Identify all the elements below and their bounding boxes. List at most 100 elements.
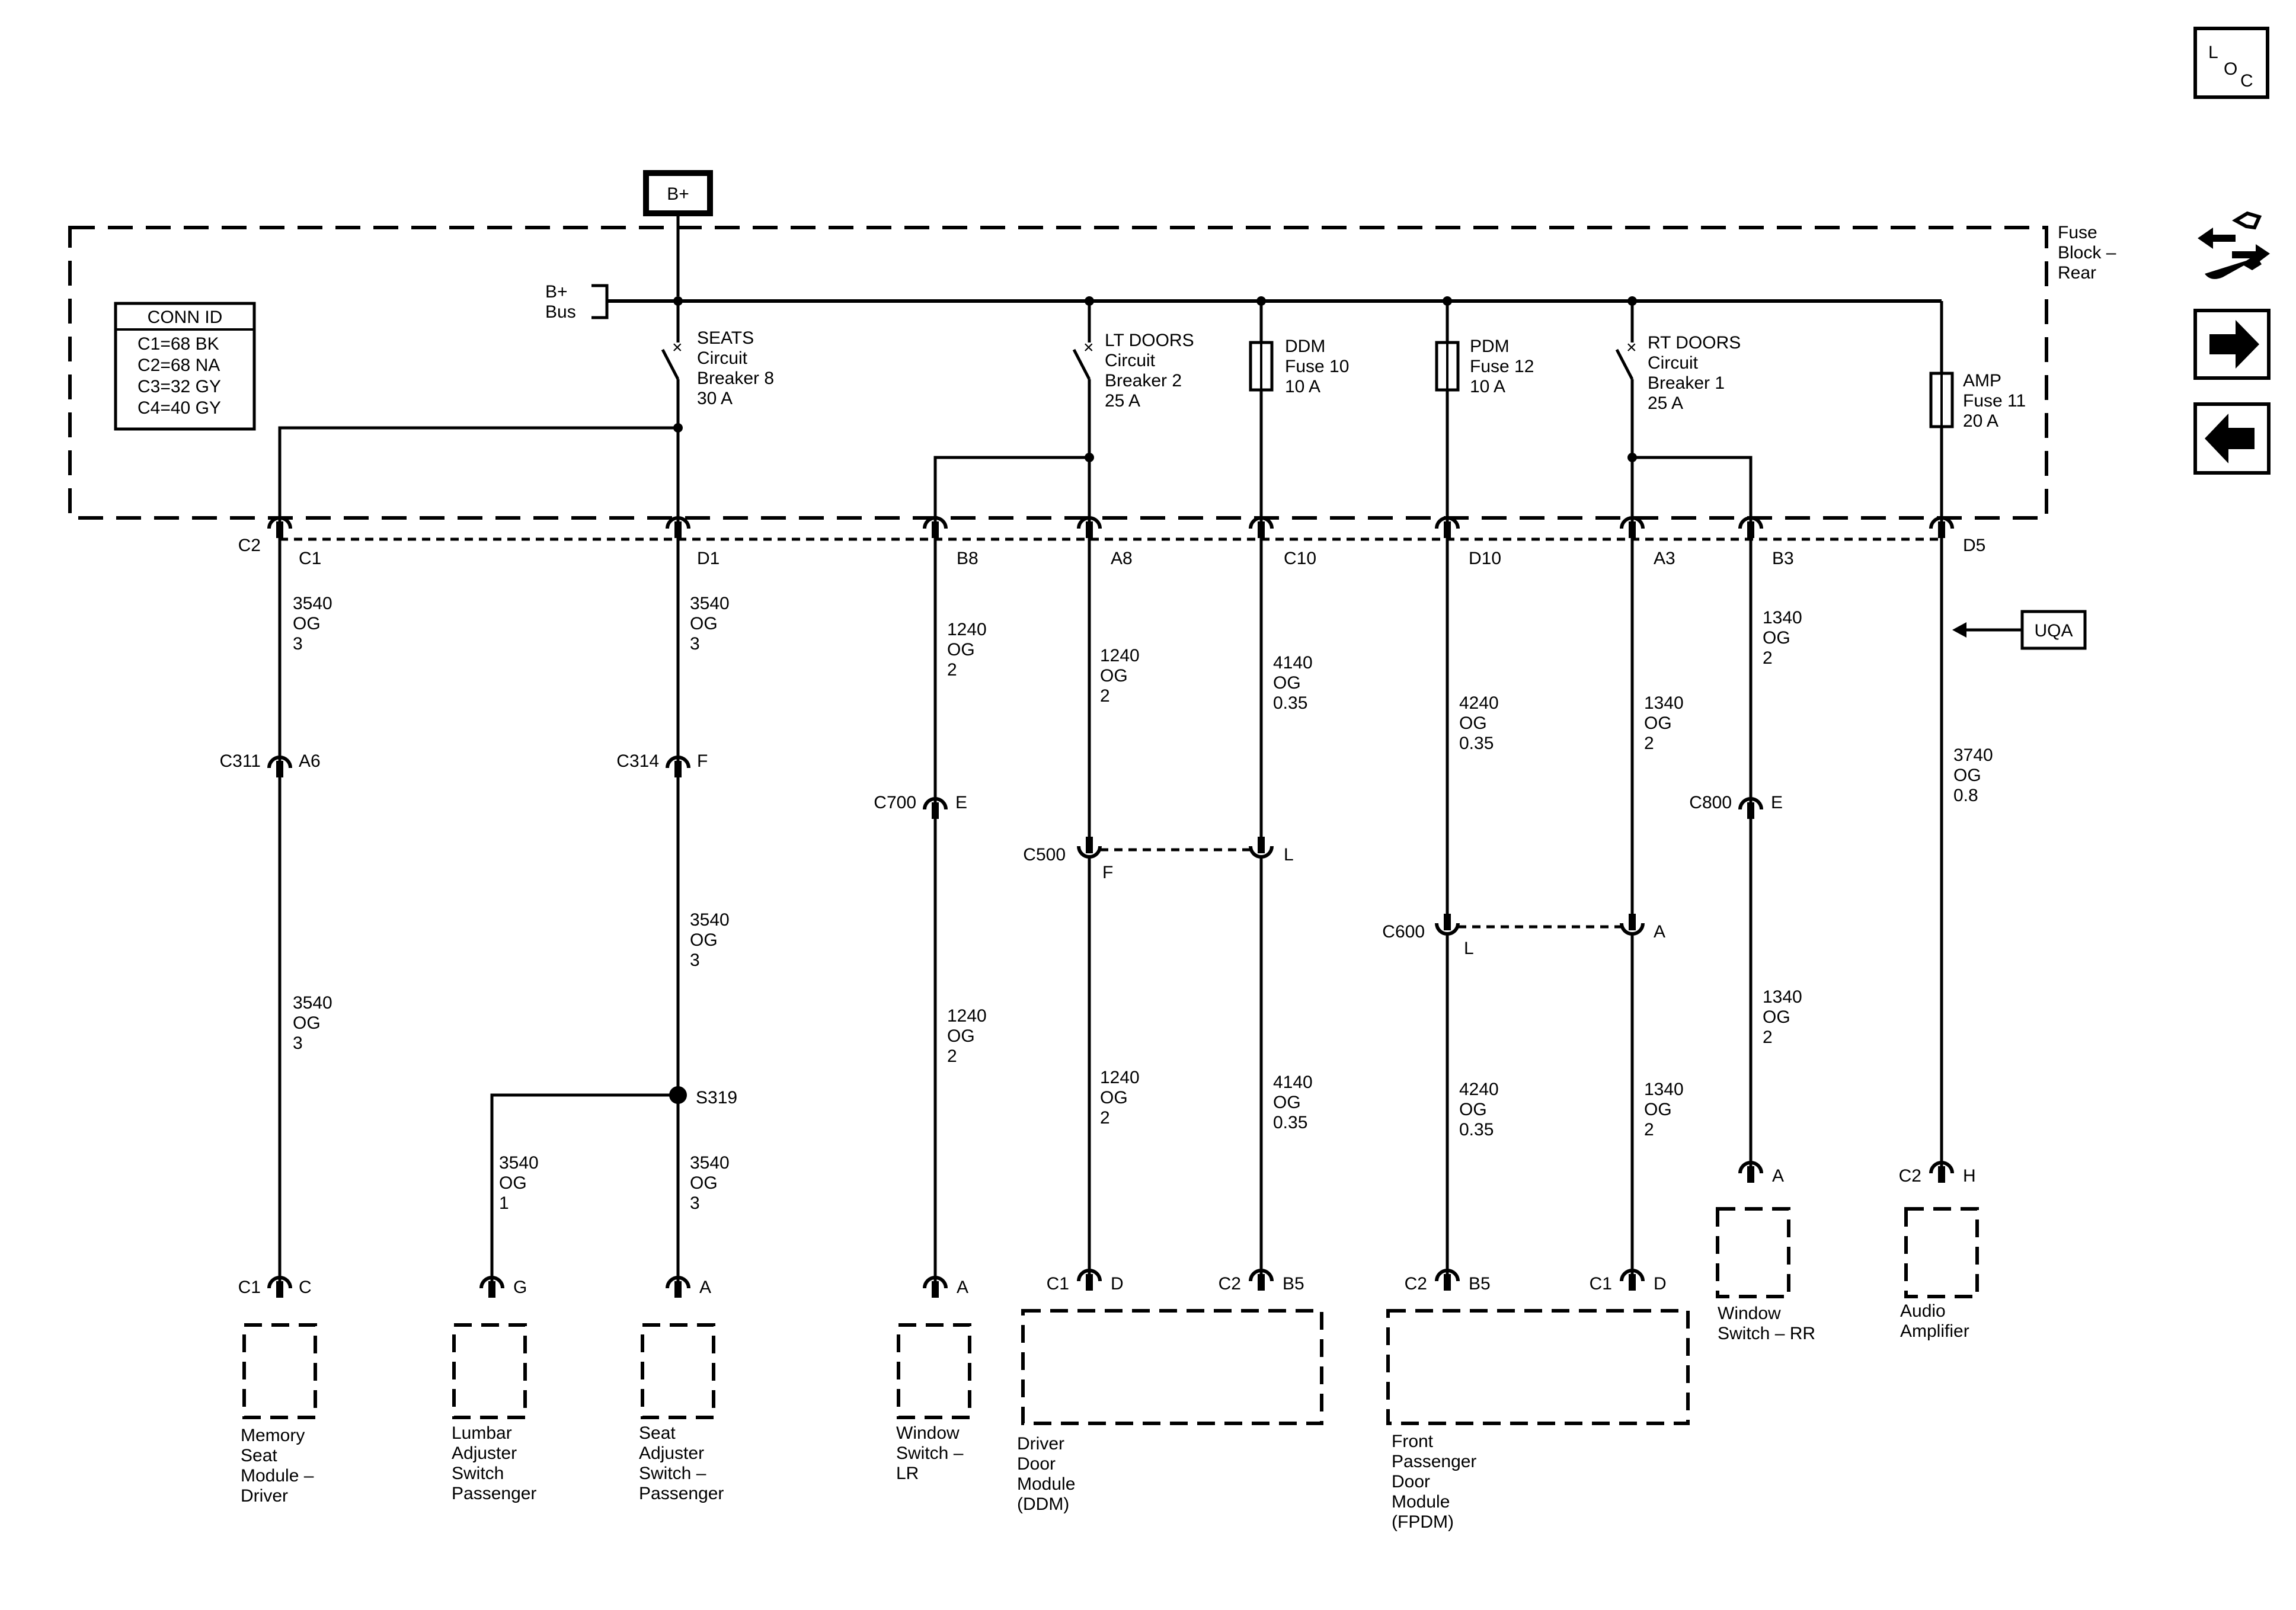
svg-text:4240: 4240 [1459, 693, 1499, 713]
svg-text:1240: 1240 [947, 620, 987, 639]
svg-text:G: G [513, 1278, 527, 1297]
svg-text:25 A: 25 A [1105, 391, 1140, 411]
svg-text:Module: Module [1017, 1474, 1075, 1494]
svg-text:3: 3 [690, 950, 700, 970]
previous-page-button[interactable] [2193, 402, 2271, 475]
component-front-passenger-door-module: Front Passenger Door Module (FPDM) [1386, 1309, 1690, 1532]
svg-text:C2: C2 [1405, 1274, 1427, 1294]
svg-text:RT DOORS: RT DOORS [1648, 333, 1741, 353]
svg-text:C1: C1 [238, 1278, 261, 1297]
conn-id-table: CONN ID C1=68 BK C2=68 NA C3=32 GY C4=40… [114, 302, 256, 431]
svg-text:Circuit: Circuit [1105, 351, 1156, 370]
svg-text:A8: A8 [1111, 549, 1133, 568]
svg-text:B5: B5 [1469, 1274, 1491, 1294]
splice-s319: S319 [669, 1086, 737, 1108]
internal-branches [278, 426, 1753, 527]
svg-text:L: L [1464, 939, 1474, 958]
svg-text:D: D [1654, 1274, 1667, 1294]
component-audio-amplifier: Audio Amplifier [1900, 1207, 1979, 1341]
svg-text:D5: D5 [1963, 536, 1985, 555]
svg-text:Fuse 10: Fuse 10 [1285, 357, 1349, 376]
svg-text:OG: OG [690, 1173, 718, 1193]
branch-dots [673, 423, 1637, 462]
svg-text:OG: OG [690, 614, 718, 633]
svg-text:1240: 1240 [1100, 1068, 1140, 1087]
conn-id-title: CONN ID [148, 308, 223, 327]
bplus-bus: B+ Bus [545, 282, 609, 322]
component-lumbar-adjuster-switch: Lumbar Adjuster Switch Passenger [452, 1323, 536, 1503]
svg-text:1: 1 [499, 1193, 509, 1213]
svg-text:Fuse: Fuse [2058, 223, 2097, 242]
svg-text:OG: OG [1459, 713, 1487, 733]
svg-text:E: E [1771, 793, 1783, 812]
svg-text:OG: OG [1953, 766, 1981, 785]
svg-text:2: 2 [1644, 1120, 1654, 1140]
svg-text:2: 2 [1763, 648, 1773, 668]
svg-text:Lumbar: Lumbar [452, 1423, 512, 1443]
svg-text:4140: 4140 [1273, 653, 1313, 673]
svg-text:OG: OG [1100, 1088, 1128, 1108]
svg-text:OG: OG [1644, 1100, 1672, 1119]
next-page-button[interactable] [2193, 309, 2271, 380]
svg-text:2: 2 [1763, 1028, 1773, 1047]
circuit-breaker-lt-doors: × LT DOORS Circuit Breaker 2 25 A [1072, 301, 1194, 527]
svg-text:OG: OG [1763, 1007, 1790, 1027]
svg-text:Audio: Audio [1900, 1301, 1946, 1321]
battery-label: B+ [667, 184, 689, 204]
svg-text:D10: D10 [1469, 549, 1501, 568]
svg-text:Fuse 12: Fuse 12 [1470, 357, 1534, 376]
svg-text:3740: 3740 [1953, 745, 1993, 765]
svg-text:Passenger: Passenger [1392, 1452, 1476, 1471]
conn-id-row: C1=68 BK [137, 334, 219, 354]
svg-text:3: 3 [690, 1193, 700, 1213]
svg-text:OG: OG [499, 1173, 527, 1193]
svg-text:OG: OG [1100, 666, 1128, 686]
arrow-right-icon [2209, 320, 2259, 369]
circuit-breaker-seats: × SEATS Circuit Breaker 8 30 A [661, 301, 774, 527]
connector-wrench-icon[interactable] [2198, 211, 2270, 279]
svg-text:C600: C600 [1382, 922, 1425, 942]
fuse-ddm: DDM Fuse 10 10 A [1249, 301, 1349, 527]
svg-text:3540: 3540 [690, 594, 730, 613]
svg-text:D1: D1 [697, 549, 720, 568]
svg-text:0.35: 0.35 [1459, 1120, 1494, 1140]
loc-button[interactable]: L O C [2193, 27, 2269, 99]
svg-text:LT DOORS: LT DOORS [1105, 331, 1194, 350]
svg-text:C1: C1 [1590, 1274, 1612, 1294]
svg-text:Seat: Seat [639, 1423, 676, 1443]
svg-text:B3: B3 [1772, 549, 1794, 568]
component-driver-door-module: Driver Door Module (DDM) [1017, 1309, 1323, 1514]
svg-text:OG: OG [293, 1013, 321, 1033]
svg-text:10 A: 10 A [1285, 377, 1320, 396]
svg-text:E: E [955, 793, 967, 812]
svg-text:OG: OG [690, 930, 718, 950]
svg-text:1340: 1340 [1644, 693, 1684, 713]
conn-id-row: C4=40 GY [137, 398, 221, 418]
svg-text:Breaker 2: Breaker 2 [1105, 371, 1182, 391]
svg-text:0.35: 0.35 [1459, 734, 1494, 753]
svg-text:1340: 1340 [1644, 1080, 1684, 1099]
fuse-block-outline [68, 226, 2048, 520]
svg-text:1240: 1240 [1100, 646, 1140, 665]
svg-text:B8: B8 [957, 549, 978, 568]
svg-text:Front: Front [1392, 1432, 1434, 1451]
svg-text:3: 3 [293, 634, 303, 654]
svg-text:Driver: Driver [1017, 1434, 1064, 1454]
svg-text:A3: A3 [1654, 549, 1675, 568]
svg-text:OG: OG [1273, 673, 1301, 693]
svg-text:PDM: PDM [1470, 337, 1510, 356]
svg-text:Switch –: Switch – [639, 1464, 706, 1483]
inline-connectors [269, 757, 1761, 934]
svg-text:C1: C1 [299, 549, 321, 568]
svg-text:Rear: Rear [2058, 263, 2096, 283]
svg-text:Circuit: Circuit [1648, 353, 1699, 373]
svg-text:OG: OG [1273, 1093, 1301, 1112]
